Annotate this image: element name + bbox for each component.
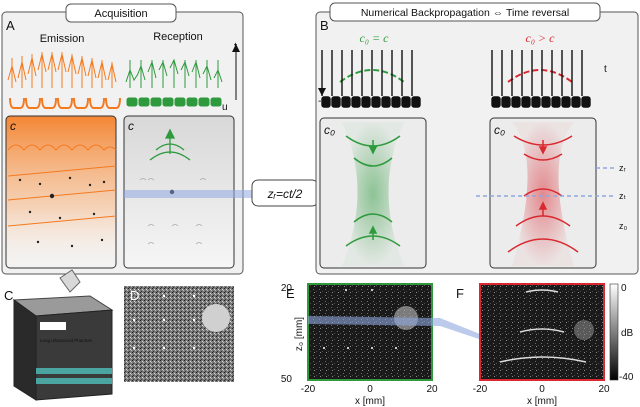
panel-a: Acquisition A Emission Reception: [1, 3, 244, 275]
inclusion-circle: [202, 304, 230, 332]
green-focus-arcs: [345, 135, 401, 247]
panel-e-letter: E: [286, 286, 295, 301]
t-axis-label: t: [234, 41, 237, 53]
panel-b-title-box: [329, 2, 601, 22]
medium-left-c0: c₀: [324, 123, 335, 137]
emission-c-label: c: [10, 119, 16, 133]
t-axis-arrow: [232, 44, 240, 100]
phantom-stripe-2: [36, 378, 112, 384]
panel-d-letter: D: [130, 288, 139, 303]
c0-gt-label: c₀ > c: [526, 31, 556, 45]
panel-d-image: [124, 286, 234, 382]
panel-d: D: [124, 286, 234, 382]
panel-b-title: Numerical Backpropagation ⇔ Time reversa…: [361, 7, 569, 19]
e-xtick-2: 20: [426, 384, 438, 395]
panel-e: E 20 50 z₀ [mm] -20 0 20 x [mm]: [281, 283, 438, 407]
panel-a-title: Acquisition: [94, 8, 147, 20]
panel-f-inclusion: [574, 320, 594, 340]
ef-backprop-band: [308, 316, 482, 340]
panel-f: F -20 0 20 x [mm] 0 -40 dB: [456, 283, 634, 407]
e-ylabel: z₀ [mm]: [294, 317, 305, 351]
phantom-text: Lung Ultrasound Phantom: [40, 338, 93, 343]
red-focus-region: [512, 122, 574, 266]
cbar-tick-bottom: -40: [619, 372, 634, 383]
reception-label: Reception: [153, 31, 203, 43]
colorbar: [609, 283, 619, 381]
e-xtick-1: 0: [367, 384, 373, 395]
phantom-logo: [40, 322, 66, 330]
e-xtick-0: -20: [301, 384, 316, 395]
panel-a-title-box: [65, 3, 177, 23]
panel-f-letter: F: [456, 286, 464, 301]
panel-e-image: [307, 283, 433, 381]
reception-wavefront: [149, 128, 191, 161]
z0-label: z₀: [619, 221, 628, 231]
phantom-stripe-1: [36, 368, 112, 374]
reception-scatter-marks: [139, 178, 207, 245]
panel-d-points: [132, 294, 196, 350]
panel-c: C Lung Ultrasound Phantom: [4, 269, 114, 401]
e-ytick-0: 20: [281, 283, 293, 294]
e-ytick-1: 50: [281, 374, 293, 385]
f-xlabel: x [mm]: [527, 396, 557, 407]
f-xtick-1: 0: [539, 384, 545, 395]
transducer-right: [491, 50, 591, 108]
phantom-side: [13, 299, 37, 401]
reception-c-label: c: [128, 119, 134, 133]
medium-right-c0: c₀: [494, 123, 505, 137]
zt-label: zₜ: [619, 191, 627, 201]
panel-a-letter: A: [6, 18, 15, 33]
f-xtick-2: 20: [598, 384, 610, 395]
neg-t-label: -t: [318, 96, 324, 107]
emission-transducer: [9, 97, 121, 109]
emission-pulses: [7, 52, 117, 88]
zr-equation: zᵣ=ct/2: [267, 187, 303, 201]
panel-b-t-label: t: [604, 64, 607, 75]
f-xtick-0: -20: [473, 384, 488, 395]
cbar-unit: dB: [621, 328, 634, 339]
e-xlabel: x [mm]: [355, 396, 385, 407]
panel-b: Numerical Backpropagation ⇔ Time reversa…: [315, 2, 639, 275]
red-focus-arcs: [507, 135, 579, 253]
zr-label: zᵣ: [619, 163, 626, 173]
emission-wavefront-arcs: [7, 144, 117, 151]
emission-scatterers: [18, 176, 106, 248]
green-focus-region: [342, 122, 404, 266]
emission-label: Emission: [40, 33, 85, 45]
emission-wave-lines: [7, 165, 117, 227]
panel-c-letter: C: [4, 288, 13, 303]
panel-e-points: [323, 289, 397, 349]
panel-f-echo-arcs: [499, 289, 587, 363]
reception-transducer: [126, 97, 222, 107]
u-axis-label: u: [222, 102, 228, 113]
transducer-left: [321, 50, 421, 108]
reception-pulses: [125, 58, 223, 88]
emission-medium: [5, 115, 117, 269]
c0-eq-label: c₀ = c: [360, 31, 390, 45]
cbar-tick-top: 0: [621, 283, 627, 294]
panel-b-letter: B: [320, 18, 329, 33]
probe-icon: [59, 269, 81, 293]
